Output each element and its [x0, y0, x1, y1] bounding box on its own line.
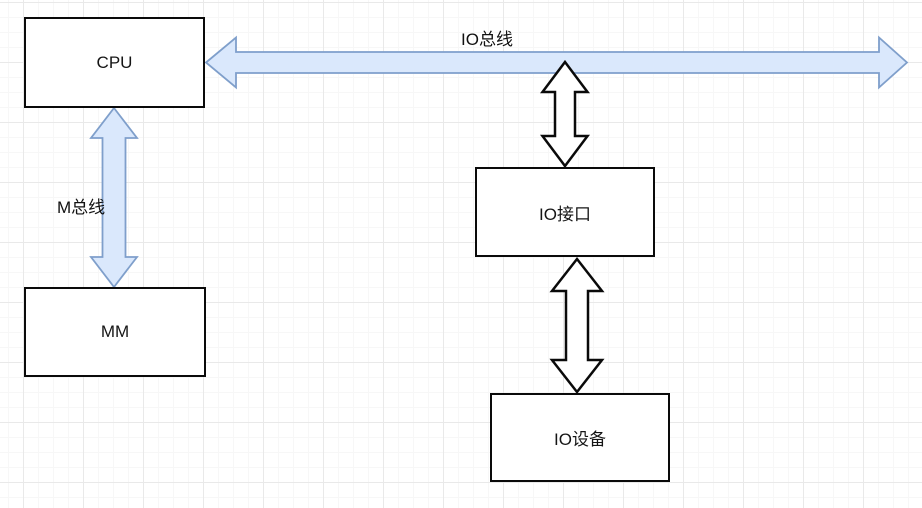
io-interface-node-label: IO接口: [539, 204, 591, 224]
interface-to-device-arrow[interactable]: [549, 256, 605, 395]
io-device-node-label: IO设备: [554, 430, 606, 449]
io-bus-to-interface-arrow[interactable]: [540, 59, 590, 169]
io-bus-label: IO总线: [461, 30, 513, 49]
m-bus-label: M总线: [57, 198, 106, 217]
cpu-node-label: CPU: [96, 52, 133, 72]
mm-node-label: MM: [100, 322, 130, 341]
io-device-node[interactable]: IO设备: [490, 393, 670, 482]
io-interface-node[interactable]: IO接口: [475, 167, 655, 257]
cpu-node[interactable]: CPU: [24, 17, 205, 108]
io-bus-arrow[interactable]: [204, 35, 909, 90]
mm-node[interactable]: MM: [24, 287, 206, 377]
